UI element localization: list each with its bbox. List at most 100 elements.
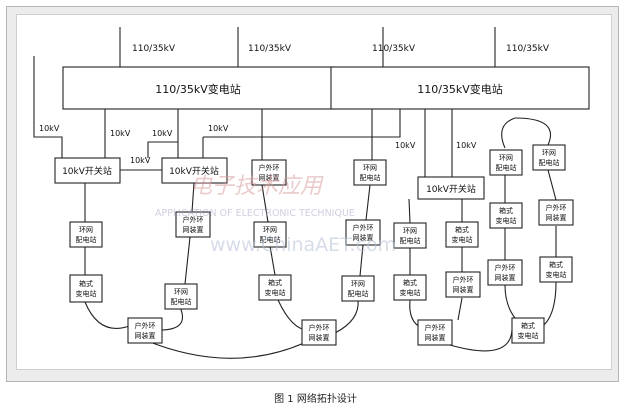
loop-line — [84, 301, 133, 329]
switch-station-2 — [161, 157, 228, 184]
feed-line — [147, 141, 178, 158]
loop-line — [457, 297, 463, 321]
box-substation — [258, 274, 292, 301]
device-label: 网装置 — [353, 233, 374, 242]
device-label: 箱式 — [549, 260, 563, 269]
feeder-line — [33, 56, 63, 158]
device-label: 网装置 — [546, 213, 567, 222]
device-label: 配电站 — [260, 235, 281, 244]
device-label: 箱式 — [499, 206, 513, 215]
watermark-url: www.ChinaAET.com — [210, 234, 396, 256]
loop-line — [334, 299, 359, 334]
kv-label: 10kV — [130, 156, 151, 165]
feeder-label: 110/35kV — [248, 44, 292, 54]
device-boxes: 环网 配电站 环网 配电站 环网 配电站 环网 配电站 环网 配电站 环网 配电… — [69, 144, 574, 346]
device-label: 户外环 — [546, 203, 567, 212]
feeder-label: 110/35kV — [506, 44, 550, 54]
loop-line — [408, 198, 411, 224]
ring-main-unit — [341, 275, 375, 302]
device-label: 环网 — [542, 149, 556, 157]
device-label: 配电站 — [400, 236, 421, 245]
device-label: 环网 — [263, 226, 277, 234]
substation-left-label: 110/35kV变电站 — [155, 82, 241, 96]
kv-label: 10kV — [456, 141, 477, 150]
outdoor-ring-unit — [445, 271, 481, 298]
outdoor-ring-unit — [301, 319, 337, 346]
loop-line — [514, 117, 551, 146]
device-label: 户外环 — [183, 215, 204, 224]
device-label: 箱式 — [79, 279, 93, 288]
device-label: 箱式 — [268, 278, 282, 287]
switch-station-label: 10kV开关站 — [62, 165, 112, 177]
device-label: 配电站 — [360, 173, 381, 182]
substation-left — [62, 66, 335, 110]
switch-station-label: 10kV开关站 — [169, 165, 219, 177]
device-label: 箱式 — [403, 278, 417, 287]
ring-main-unit — [393, 222, 427, 249]
kv-label: 10kV — [395, 141, 416, 150]
device-label: 网装置 — [183, 225, 204, 234]
device-label: 环网 — [499, 154, 513, 162]
kv-label: 10kV — [39, 124, 60, 133]
loop-line — [269, 245, 276, 276]
device-label: 变电站 — [400, 288, 421, 297]
kv-label: 10kV — [208, 124, 229, 133]
loop-line — [365, 184, 371, 221]
feed-line — [203, 109, 401, 138]
switch-station-label: 10kV开关站 — [426, 183, 476, 195]
device-label: 环网 — [174, 288, 188, 296]
device-label: 变电站 — [496, 216, 517, 225]
loop-line — [184, 236, 191, 285]
outdoor-ring-unit — [487, 259, 523, 286]
device-label: 户外环 — [353, 223, 374, 232]
device-label: 户外环 — [453, 275, 474, 284]
loop-line — [359, 244, 364, 277]
device-label: 环网 — [403, 227, 417, 235]
device-label: 变电站 — [265, 288, 286, 297]
device-label: 环网 — [79, 226, 93, 234]
loop-line — [261, 184, 269, 223]
loop-line — [449, 329, 513, 352]
device-label: 网装置 — [495, 273, 516, 282]
box-substation — [511, 317, 545, 344]
ring-main-unit — [69, 221, 103, 248]
device-label: 户外环 — [309, 323, 330, 332]
loop-line — [159, 306, 184, 331]
watermark-subtitle: APPLICATION OF ELECTRONIC TECHNIQUE — [155, 208, 355, 219]
device-label: 配电站 — [539, 158, 560, 167]
loop-line — [144, 339, 305, 359]
box-substation — [489, 202, 523, 229]
device-label: 配电站 — [76, 235, 97, 244]
box-substation — [69, 274, 103, 303]
substation-right-label: 110/35kV变电站 — [417, 82, 503, 96]
outdoor-ring-unit — [251, 159, 287, 186]
box-substation — [539, 256, 573, 283]
device-label: 网装置 — [309, 333, 330, 342]
device-label: 户外环 — [495, 263, 516, 272]
device-label: 网装置 — [425, 333, 446, 342]
device-label: 环网 — [351, 280, 365, 288]
device-label: 户外环 — [259, 163, 280, 172]
device-label: 变电站 — [76, 289, 97, 298]
device-label: 配电站 — [348, 289, 369, 298]
device-label: 箱式 — [521, 321, 535, 330]
feeder-label: 110/35kV — [372, 44, 416, 54]
box-substation — [393, 274, 427, 301]
device-label: 变电站 — [452, 235, 473, 244]
outdoor-ring-unit — [417, 319, 453, 346]
ring-main-unit — [164, 283, 198, 310]
kv-label: 10kV — [152, 129, 173, 138]
box-substation — [445, 221, 479, 248]
device-label: 网装置 — [453, 285, 474, 294]
ring-main-unit — [532, 144, 566, 171]
outdoor-ring-unit — [345, 219, 381, 246]
watermark-logo: 电子技术应用 — [190, 174, 324, 199]
outdoor-ring-unit — [538, 199, 574, 226]
device-label: 箱式 — [455, 225, 469, 234]
device-label: 配电站 — [171, 297, 192, 306]
device-label: 变电站 — [518, 331, 539, 340]
figure-caption: 图 1 网络拓扑设计 — [274, 394, 357, 405]
loop-line — [191, 182, 195, 213]
ring-main-unit — [353, 159, 387, 186]
